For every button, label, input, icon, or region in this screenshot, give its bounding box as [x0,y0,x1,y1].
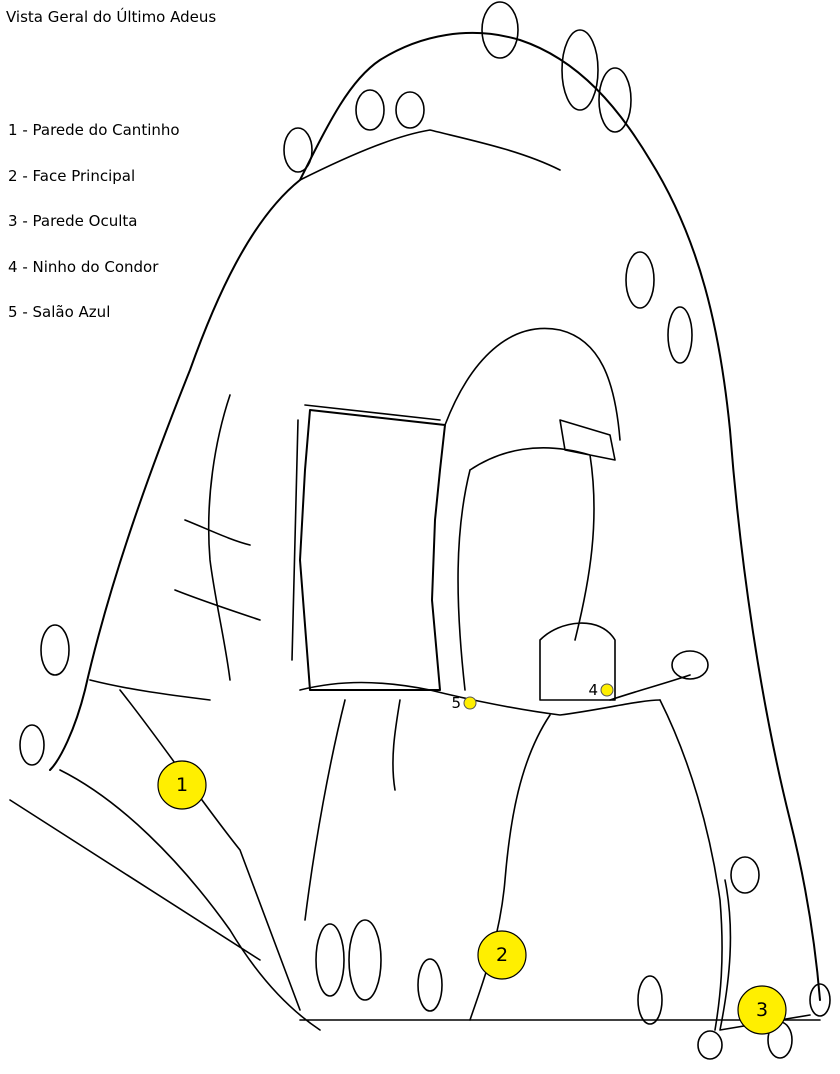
tree-icon [637,975,663,1025]
tree-icon [355,89,385,131]
diagram-title: Vista Geral do Último Adeus [6,8,217,26]
legend-label: Ninho do Condor [32,257,159,276]
central-slab [299,409,446,691]
marker-spot-5 [463,696,477,710]
tree-icon [598,67,632,133]
marker-wall-2-label: 2 [496,944,508,966]
tree-icon [283,127,313,173]
marker-wall-1-label: 1 [176,774,188,796]
tree-icon [19,724,45,766]
marker-wall-2 [477,930,527,980]
marker-wall-1 [157,760,207,810]
legend-separator: - [22,166,28,185]
tree-icon [348,919,382,1001]
vine [609,674,691,701]
legend-separator: - [22,303,28,321]
legend-label: Face Principal [32,166,136,185]
marker-wall-3 [737,985,787,1035]
arch-lines [444,327,621,701]
legend-number: 1 [8,121,18,139]
tree-icon [561,29,599,111]
wall-1-fissures [89,394,301,1011]
marker-wall-3-label: 3 [756,999,768,1021]
tree-icon [315,923,345,997]
legend-label: Parede do Cantinho [32,121,180,139]
legend-separator: - [22,257,28,276]
legend-list: 1 - Parede do Cantinho 2 - Face Principa… [8,118,180,346]
legend-number: 4 [8,257,18,276]
marker-spot-4 [600,683,614,697]
legend-label: Parede Oculta [32,212,138,230]
tree-icon [671,650,709,680]
legend-item-face-principal: 2 - Face Principal [8,164,180,210]
legend-item-parede-oculta: 3 - Parede Oculta [8,209,180,255]
legend-item-parede-do-cantinho: 1 - Parede do Cantinho [8,118,180,164]
tree-icon [809,983,831,1017]
legend-separator: - [22,121,28,139]
tree-icon [40,624,70,676]
ground-line [9,769,821,1031]
legend-item-ninho-do-condor: 4 - Ninho do Condor [8,255,180,301]
tree-icon [395,91,425,129]
mid-ledge [299,681,661,716]
tree-icon [667,306,693,364]
legend-number: 2 [8,166,18,185]
trees [19,1,831,1060]
legend-number: 5 [8,303,18,321]
marker-spot-4-label: 4 [588,681,598,699]
legend-separator: - [22,212,28,230]
wall-2-outline [304,699,723,1031]
rock-outline [49,31,821,1001]
tree-icon [697,1030,723,1060]
tree-icon [417,958,443,1012]
tree-icon [481,1,519,59]
legend-item-salao-azul: 5 - Salão Azul [8,300,180,346]
wall-3-outline [719,879,811,1031]
slab-top-edge [291,404,441,661]
summit-ledge [299,129,561,181]
marker-spot-5-label: 5 [451,694,461,712]
legend-number: 3 [8,212,18,230]
tree-icon [625,251,655,309]
tree-icon [730,856,760,894]
legend-label: Salão Azul [32,303,111,321]
